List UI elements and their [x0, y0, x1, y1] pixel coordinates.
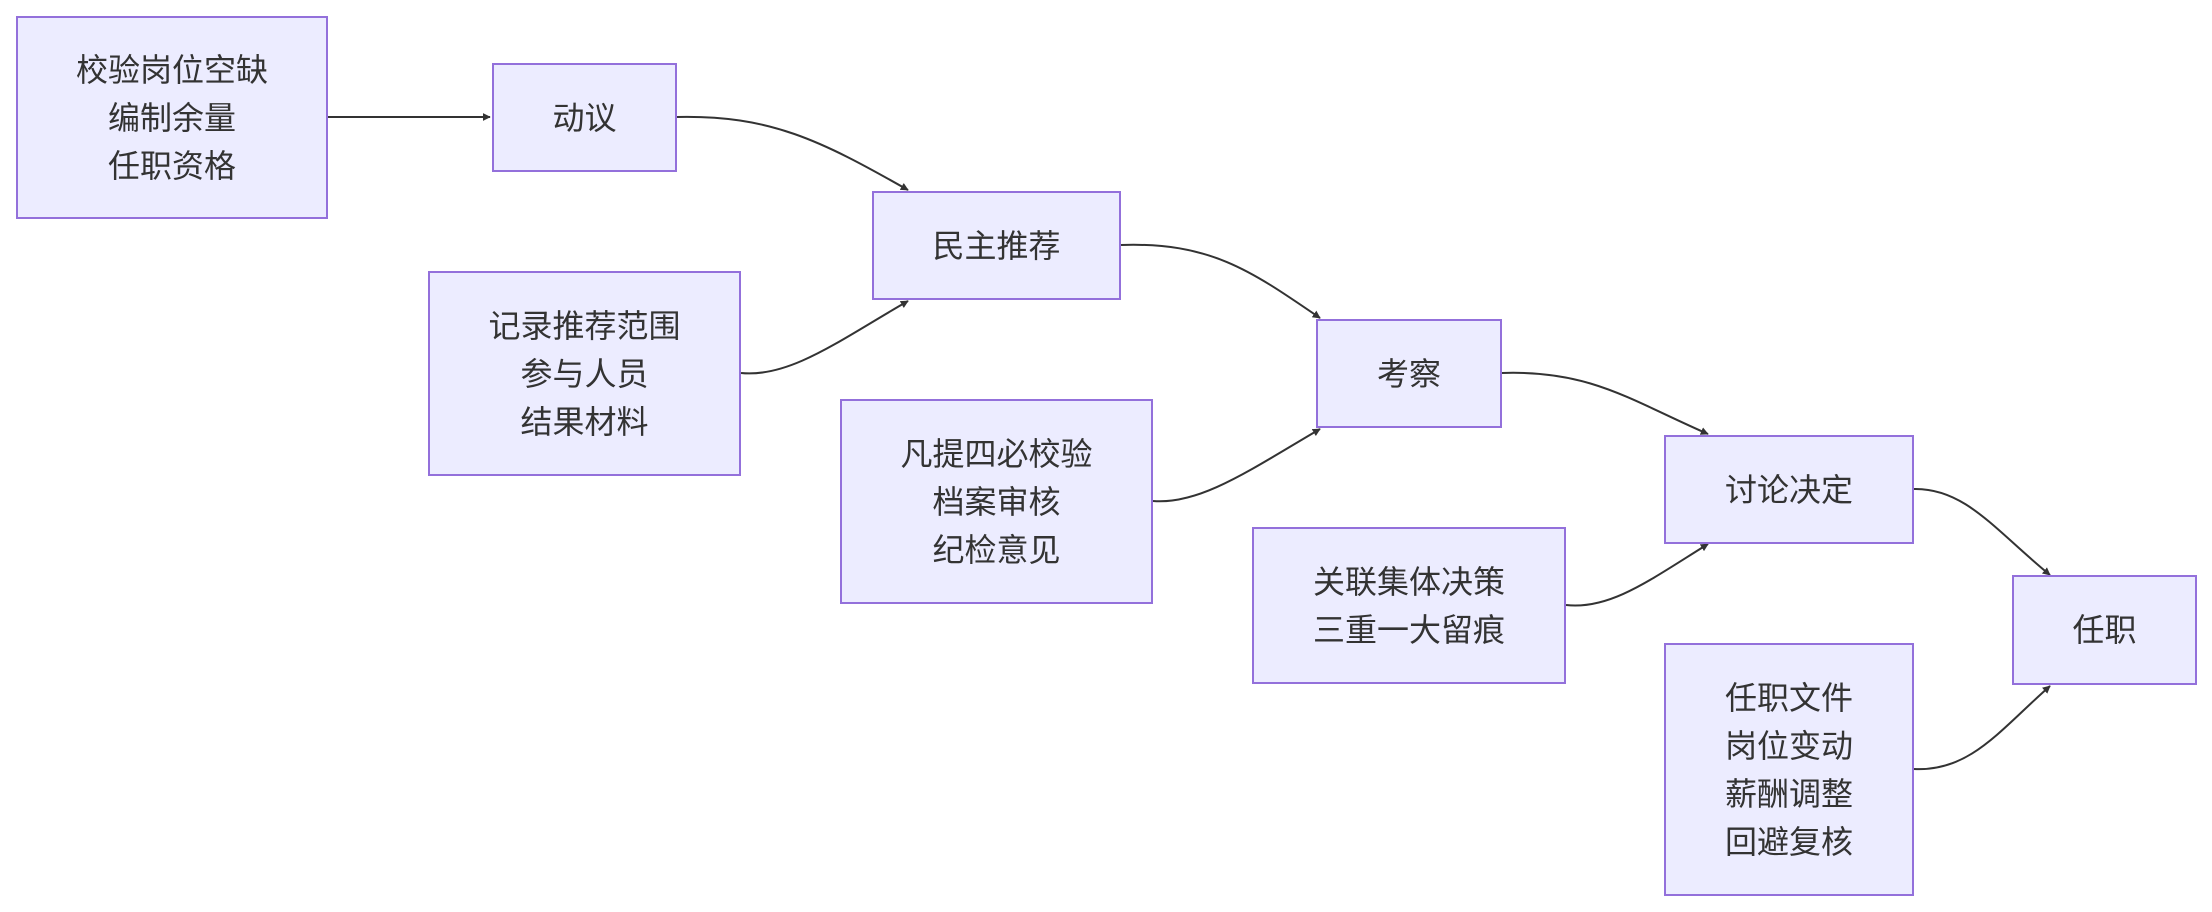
- edge-record-to-recommend: [740, 300, 909, 375]
- node-documents-line-3: 薪酬调整: [1724, 774, 1853, 813]
- node-appointment: 任职: [2012, 575, 2197, 685]
- node-record-line-2: 参与人员: [520, 354, 649, 393]
- node-inspect-line-1: 考察: [1376, 354, 1441, 393]
- node-check-line-2: 编制余量: [107, 98, 236, 137]
- node-four-checks: 凡提四必校验 档案审核 纪检意见: [840, 399, 1153, 604]
- node-record-recommendation: 记录推荐范围 参与人员 结果材料: [428, 271, 741, 476]
- node-verify-line-1: 凡提四必校验: [900, 434, 1093, 473]
- edge-documents-to-appoint: [1913, 685, 2051, 771]
- edge-recommend-to-inspect: [1120, 243, 1321, 319]
- node-collective-line-2: 三重一大留痕: [1312, 610, 1505, 649]
- node-record-line-1: 记录推荐范围: [488, 306, 681, 345]
- node-appointment-documents: 任职文件 岗位变动 薪酬调整 回避复核: [1664, 643, 1914, 896]
- node-documents-line-2: 岗位变动: [1724, 726, 1853, 765]
- edge-inspect-to-discuss: [1501, 371, 1709, 435]
- node-verify-line-3: 纪检意见: [932, 530, 1061, 569]
- edge-motion-to-recommend: [676, 115, 909, 191]
- edge-verify-to-inspect: [1152, 428, 1321, 503]
- node-discuss-line-1: 讨论决定: [1724, 470, 1853, 509]
- node-documents-line-1: 任职文件: [1724, 678, 1853, 717]
- node-recommend-line-1: 民主推荐: [932, 226, 1061, 265]
- node-democratic-recommendation: 民主推荐: [872, 191, 1121, 300]
- node-motion: 动议: [492, 63, 677, 172]
- node-collective-decision: 关联集体决策 三重一大留痕: [1252, 527, 1566, 684]
- node-appoint-line-1: 任职: [2072, 611, 2137, 649]
- node-record-line-3: 结果材料: [520, 402, 649, 441]
- node-discussion-decision: 讨论决定: [1664, 435, 1914, 544]
- edge-collective-to-discuss: [1565, 543, 1709, 607]
- node-check-vacancy: 校验岗位空缺 编制余量 任职资格: [16, 16, 328, 219]
- node-check-line-1: 校验岗位空缺: [75, 50, 268, 89]
- node-documents-line-4: 回避复核: [1724, 822, 1853, 861]
- node-motion-line-1: 动议: [552, 98, 617, 137]
- node-inspection: 考察: [1316, 319, 1502, 428]
- node-verify-line-2: 档案审核: [932, 482, 1061, 521]
- node-check-line-3: 任职资格: [107, 146, 236, 185]
- edge-discuss-to-appoint: [1913, 487, 2051, 576]
- node-collective-line-1: 关联集体决策: [1312, 562, 1505, 601]
